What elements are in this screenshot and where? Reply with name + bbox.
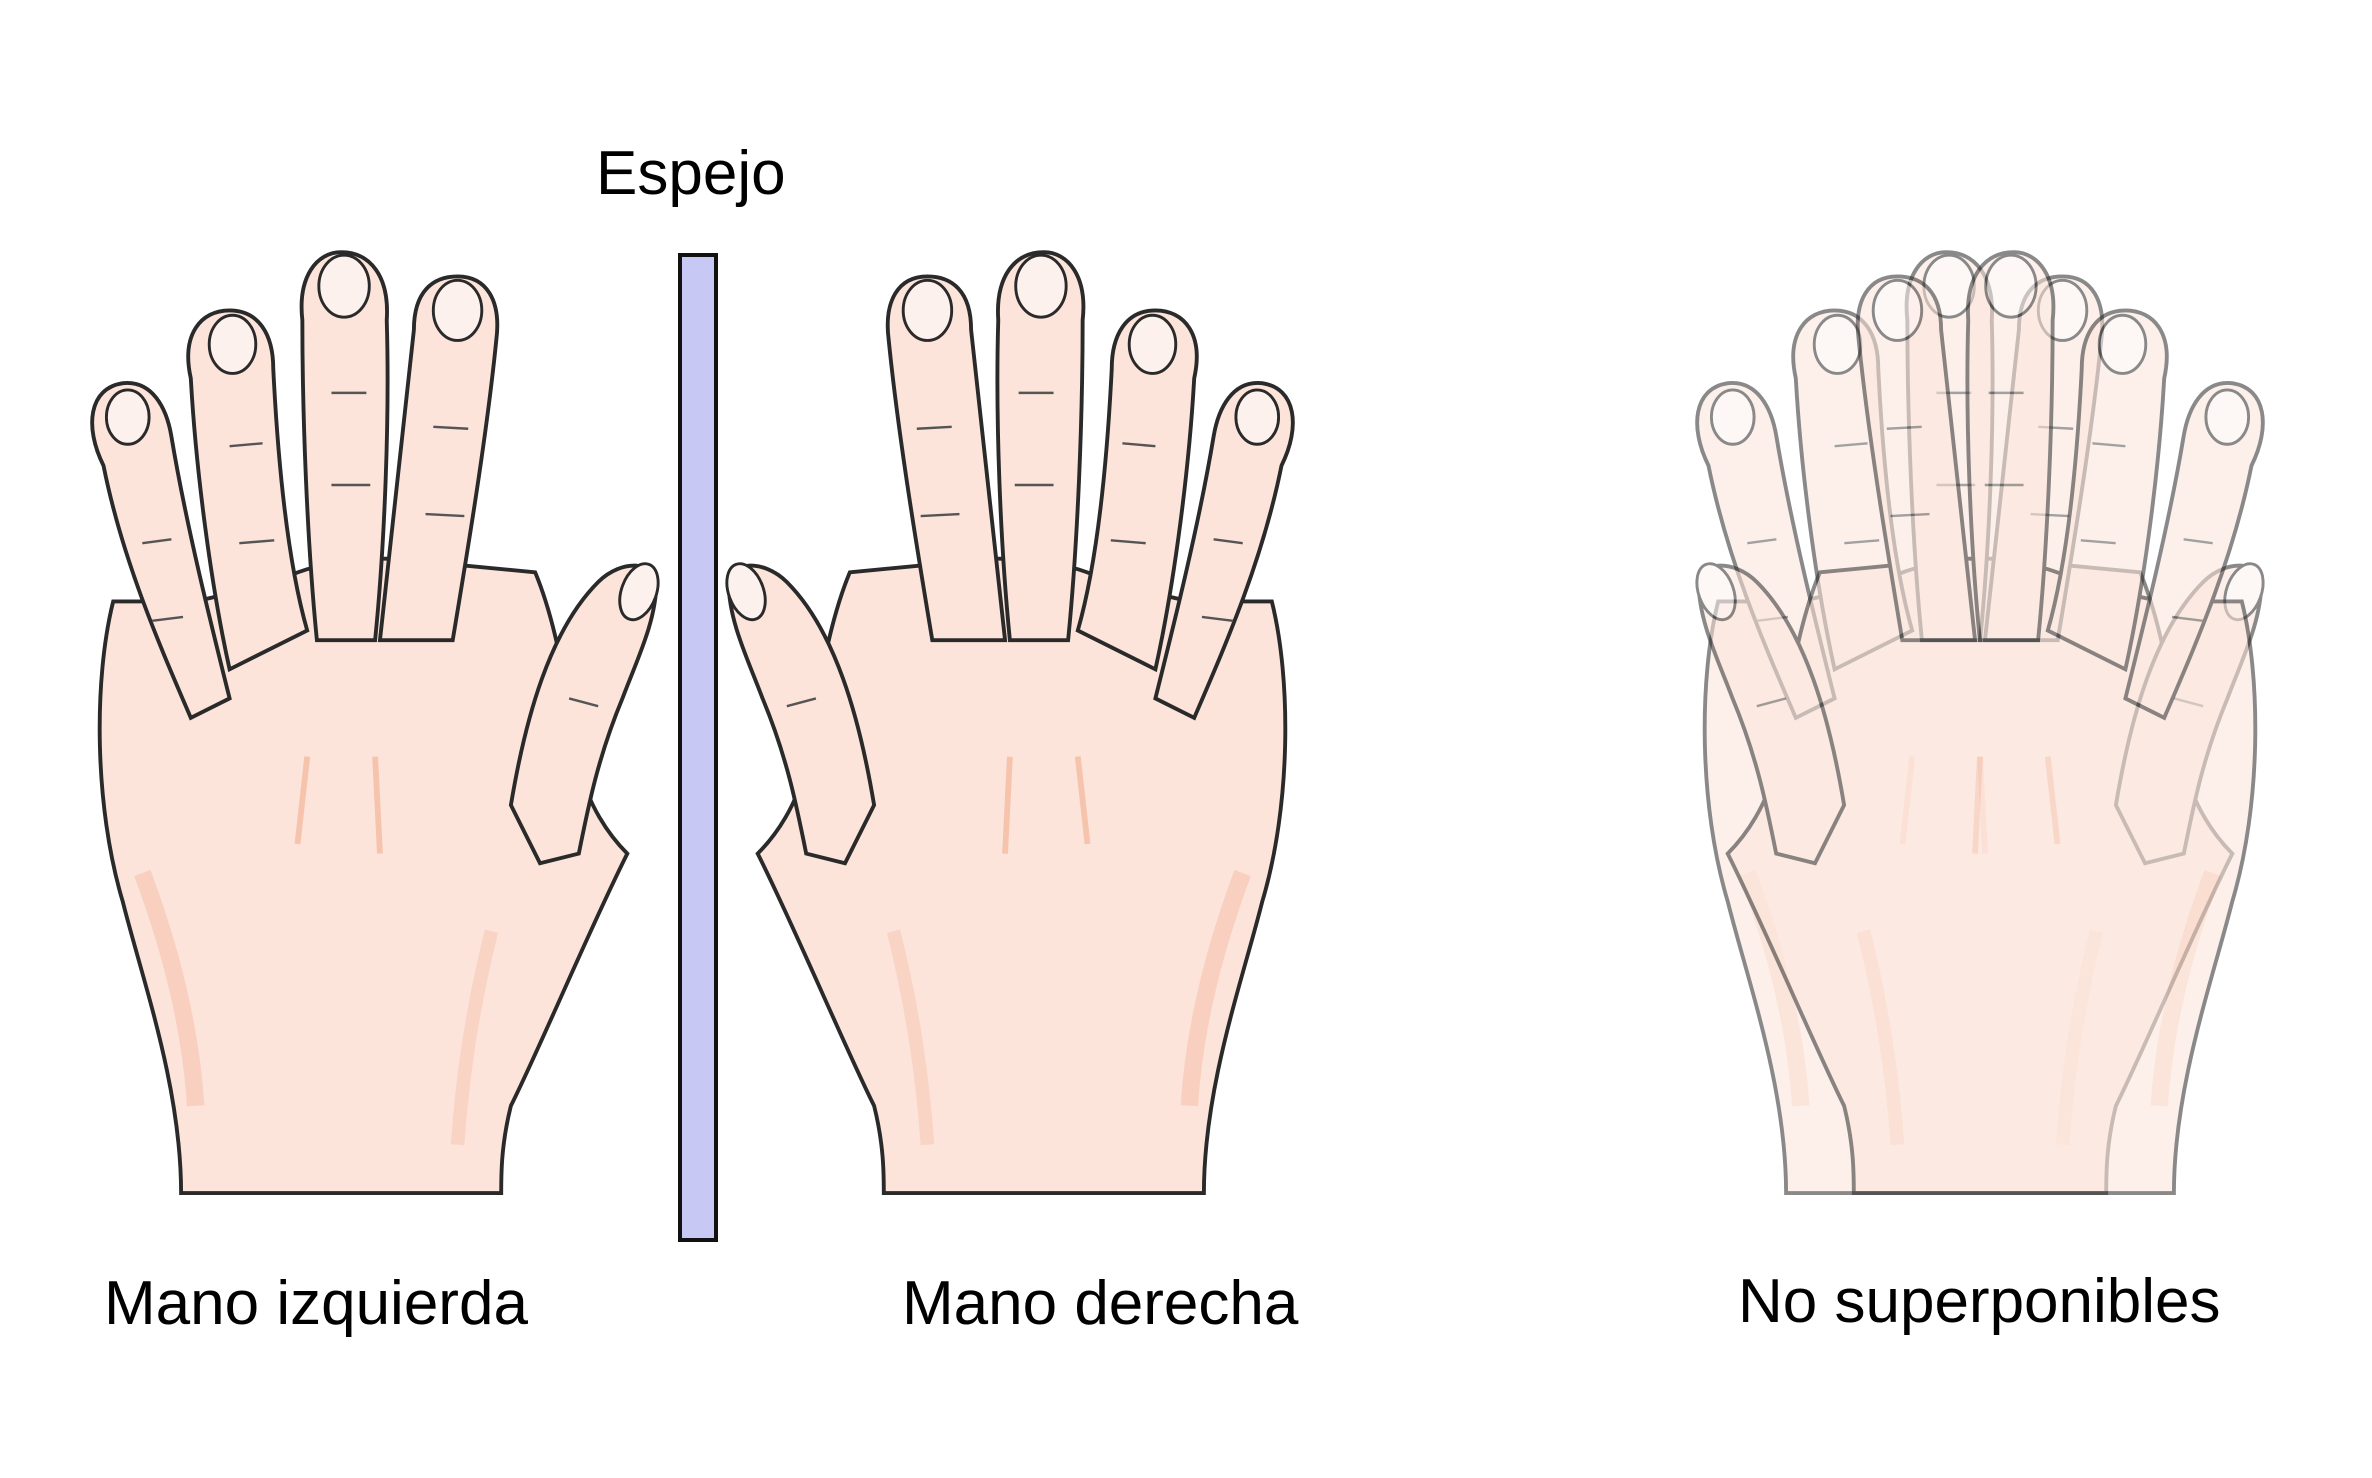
left-hand-label: Mano izquierda (104, 1268, 528, 1339)
right-hand-label: Mano derecha (902, 1268, 1298, 1339)
mirror-bar (680, 255, 716, 1240)
superposition-label: No superponibles (1738, 1266, 2221, 1337)
left-hand-illustration (92, 252, 665, 1193)
mirror-label: Espejo (596, 138, 786, 209)
superposed-hands-illustration (1690, 252, 2271, 1193)
right-hand-illustration (720, 252, 1293, 1193)
